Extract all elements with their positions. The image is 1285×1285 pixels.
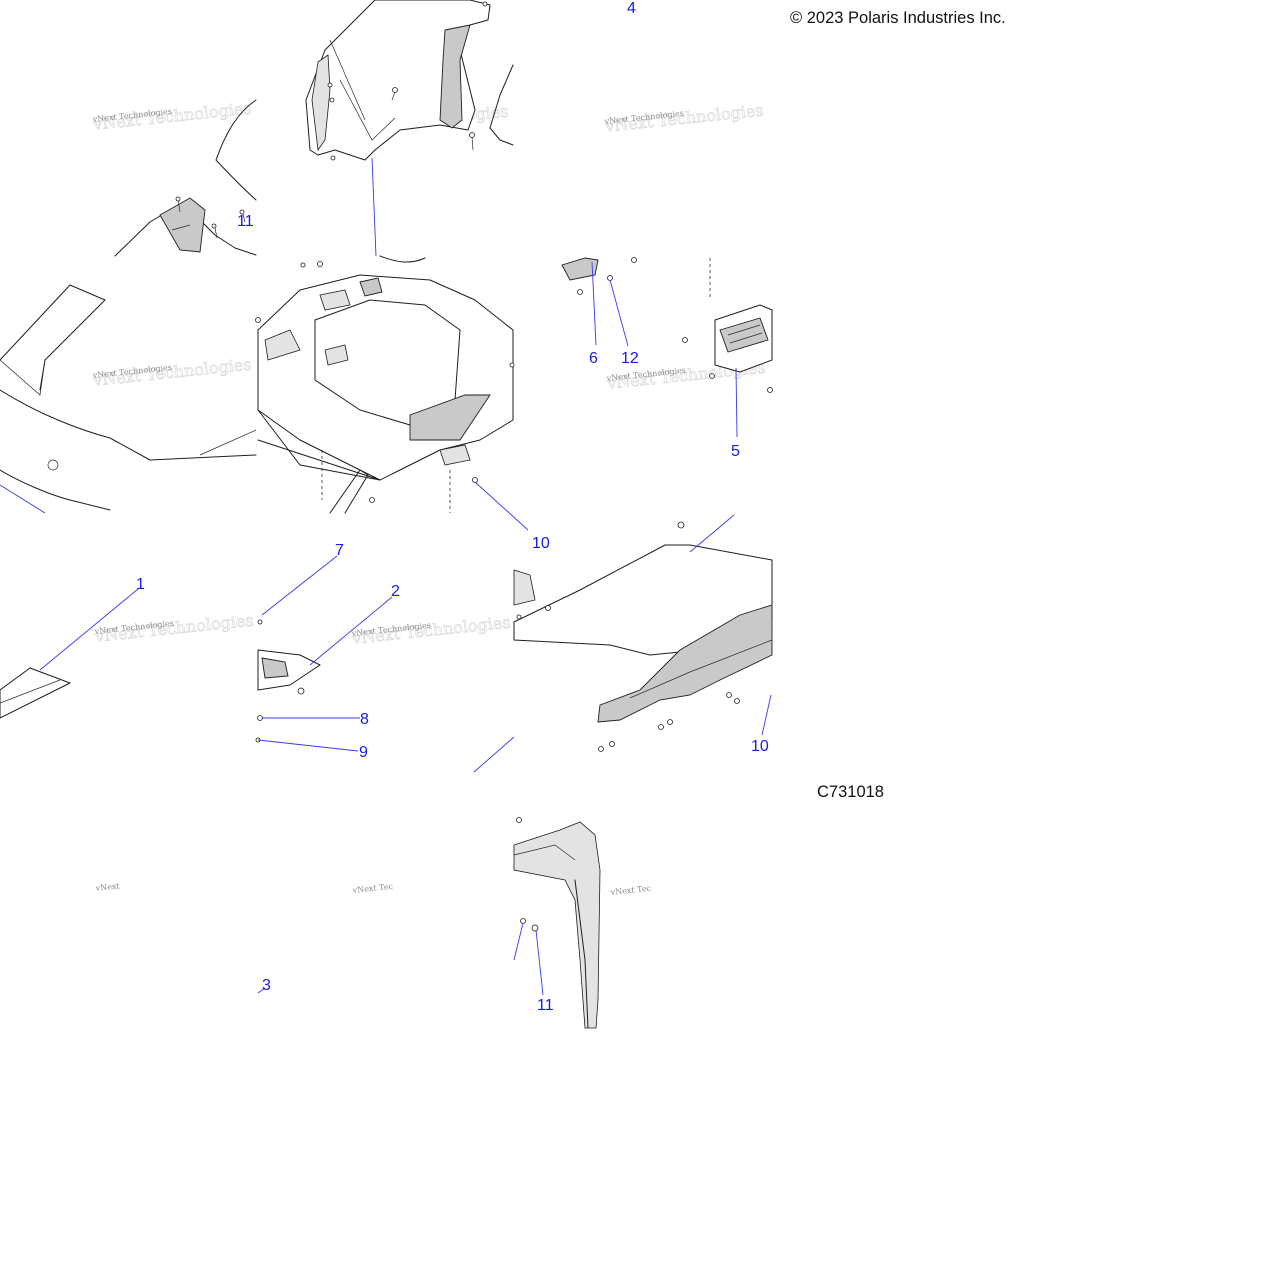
frame-piece — [513, 817, 601, 1029]
leader-line — [257, 739, 359, 752]
callout-2: 2 — [391, 583, 400, 600]
hood-inner-frame — [255, 255, 515, 514]
screw — [327, 1, 488, 161]
leader-line — [761, 694, 772, 736]
svg-text:vNext Tec: vNext Tec — [609, 884, 652, 897]
svg-text:vNext Tec: vNext Tec — [351, 882, 394, 895]
watermark: vNext Technologies vNext Technologies — [91, 354, 253, 390]
leader-line — [257, 987, 266, 994]
hood-panel — [0, 284, 257, 511]
callout-7: 7 — [335, 542, 344, 559]
bracket-assembly — [255, 619, 321, 743]
screw — [175, 196, 246, 239]
trim-piece — [0, 667, 71, 719]
leader-line — [474, 481, 529, 531]
grille-panel-top — [305, 0, 514, 161]
watermark: vNext Technologies vNext Technologies — [93, 610, 255, 646]
callout-11: 11 — [537, 997, 554, 1014]
callout-10: 10 — [751, 738, 769, 755]
callout-4: 4 — [627, 0, 636, 17]
leader-line — [39, 588, 139, 671]
leader-line — [735, 367, 738, 438]
watermark: vNext — [94, 881, 121, 893]
watermark: vNext Technologies vNext Technologies — [91, 98, 253, 134]
hood-top-left-section — [114, 99, 257, 257]
leader-line — [309, 596, 393, 666]
callout-1: 1 — [136, 576, 145, 593]
copyright-notice: © 2023 Polaris Industries Inc. — [790, 9, 1006, 27]
leader-line — [609, 279, 629, 347]
leader-line — [689, 514, 735, 553]
watermark: vNext Tec — [609, 884, 652, 897]
callout-6: 6 — [589, 350, 598, 367]
leader-line — [535, 929, 544, 996]
callout-3: 3 — [262, 977, 271, 994]
diagram-id: C731018 — [817, 783, 884, 801]
leader-line — [513, 922, 524, 961]
leader-line — [371, 157, 377, 257]
light-housing — [561, 257, 773, 393]
svg-text:vNext: vNext — [94, 881, 121, 893]
callout-10: 10 — [532, 535, 550, 552]
watermark: vNext Tec — [351, 882, 394, 895]
watermark: vNext Technologies vNext Technologies — [603, 100, 765, 136]
callout-5: 5 — [731, 443, 740, 460]
callouts: 4 11 6 12 5 10 7 1 2 8 9 10 3 11 — [136, 0, 769, 1014]
callout-12: 12 — [621, 350, 639, 367]
side-panel — [513, 521, 773, 752]
leader-line — [591, 261, 597, 346]
watermark: vNext Technologies vNext Technologies — [350, 612, 512, 648]
callout-9: 9 — [359, 744, 368, 761]
callout-8: 8 — [360, 711, 369, 728]
leader-line — [0, 484, 46, 514]
callout-11: 11 — [237, 213, 254, 230]
leader-line — [261, 555, 338, 616]
leader-line — [473, 736, 515, 773]
